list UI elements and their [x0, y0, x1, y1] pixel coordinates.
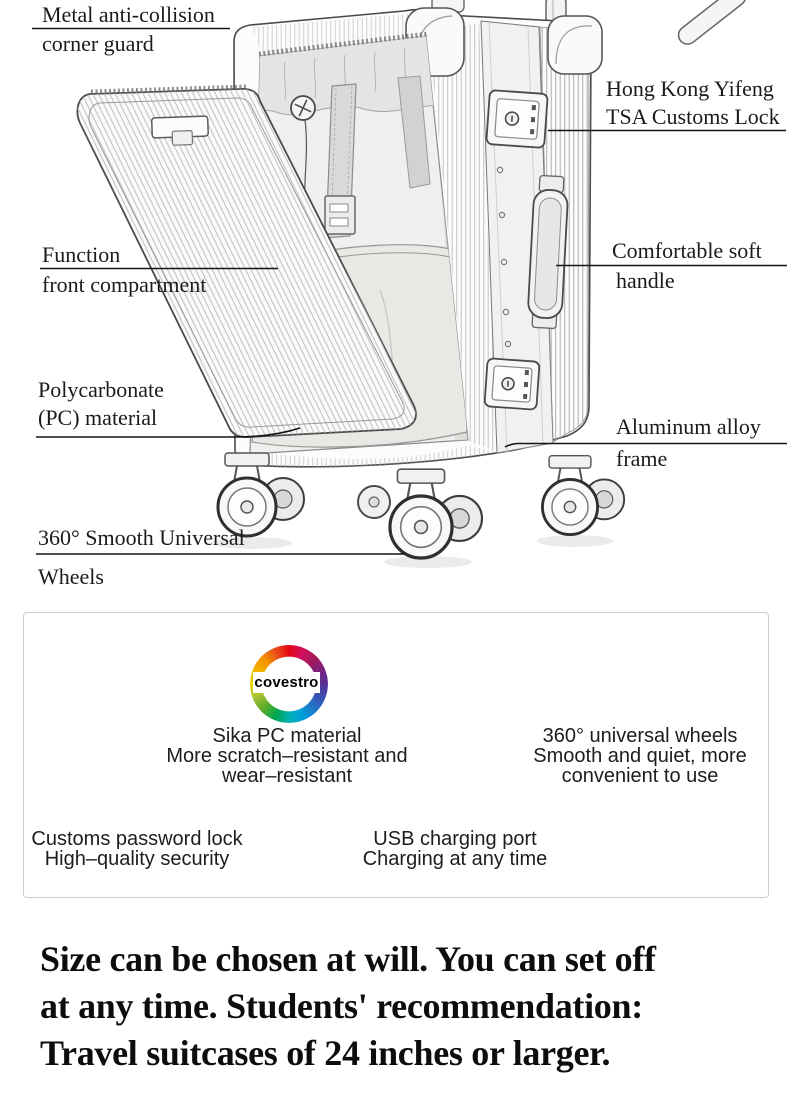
feature-usb-line1: USB charging port — [373, 828, 537, 850]
feature-pc-material: Sika PC material More scratch–resistant … — [137, 726, 437, 786]
label-aluminum-frame-line1: Aluminum alloy — [616, 414, 761, 439]
headline-line1: Size can be chosen at will. You can set … — [40, 939, 656, 979]
callout-lines — [32, 27, 787, 555]
feature-pc-line3: wear–resistant — [221, 765, 353, 787]
feature-pc-line1: Sika PC material — [212, 725, 362, 747]
label-tsa-lock-line1: Hong Kong Yifeng — [606, 76, 774, 101]
label-corner-guard-line2: corner guard — [42, 31, 154, 56]
spinner-wheels — [212, 451, 626, 568]
corner-guard — [547, 15, 603, 75]
feature-universal-wheels: 360° universal wheels Smooth and quiet, … — [490, 726, 790, 786]
headline-line3: Travel suitcases of 24 inches or larger. — [40, 1033, 611, 1073]
frame-rivets — [496, 166, 512, 348]
label-soft-handle-line1: Comfortable soft — [612, 238, 762, 263]
feature-usb-charging: USB charging port Charging at any time — [318, 829, 592, 869]
feature-usb-line2: Charging at any time — [362, 848, 548, 870]
label-corner-guard-line1: Metal anti-collision — [42, 2, 215, 27]
label-pc-material-line2: (PC) material — [38, 405, 158, 430]
label-pc-material-line1: Polycarbonate — [38, 377, 164, 402]
label-wheels-line1: 360° Smooth Universal — [38, 525, 245, 550]
feature-wheels-line2: Smooth and quiet, more — [533, 745, 747, 767]
feature-wheels-line3: convenient to use — [561, 765, 719, 787]
label-soft-handle-line2: handle — [616, 268, 675, 293]
feature-lock-line2: High–quality security — [44, 848, 230, 870]
password-lock — [483, 357, 541, 411]
tsa-lock — [485, 89, 549, 149]
feature-box — [23, 612, 769, 898]
feature-lock-line1: Customs password lock — [31, 828, 243, 850]
feature-wheels-line1: 360° universal wheels — [542, 725, 738, 747]
front-lid — [76, 84, 417, 438]
side-handle — [527, 174, 569, 330]
lid-latch — [150, 115, 209, 146]
label-front-compartment-line2: front compartment — [42, 272, 207, 297]
headline-line2: at any time. Students' recommendation: — [40, 986, 643, 1026]
feature-pc-line2: More scratch–resistant and — [166, 745, 408, 767]
covestro-logo-text: covestro — [253, 672, 320, 693]
label-front-compartment-line1: Function — [42, 242, 121, 267]
headline: Size can be chosen at will. You can set … — [40, 936, 785, 1077]
label-aluminum-frame-line2: frame — [616, 446, 668, 471]
label-wheels-line2: Wheels — [38, 564, 104, 589]
feature-customs-lock: Customs password lock High–quality secur… — [0, 829, 274, 869]
label-tsa-lock-line2: TSA Customs Lock — [606, 104, 780, 129]
